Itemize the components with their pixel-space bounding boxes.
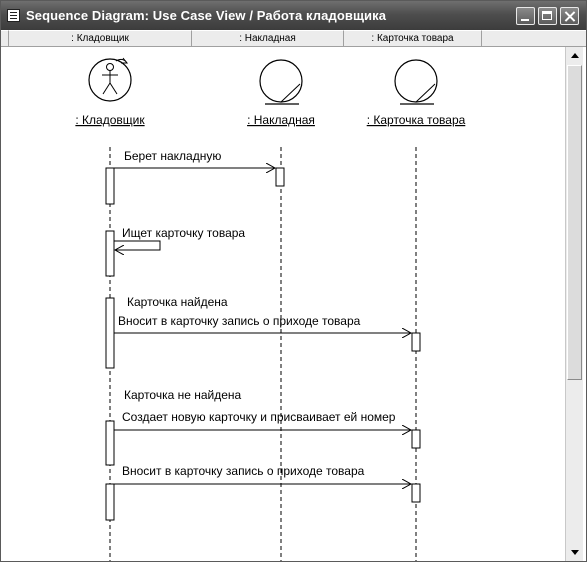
message-label-takes-invoice[interactable]: Берет накладную bbox=[124, 149, 221, 163]
activation-storekeeper-3[interactable] bbox=[105, 297, 115, 369]
object-label-product-card[interactable]: : Карточка товара bbox=[367, 113, 466, 127]
activation-invoice-1[interactable] bbox=[275, 167, 285, 187]
message-label-add-record[interactable]: Вносит в карточку запись о приходе товар… bbox=[118, 314, 361, 328]
minimize-icon[interactable] bbox=[516, 7, 535, 25]
diagram-canvas[interactable]: : Кладовщик : Накладная : Карточка товар… bbox=[3, 47, 565, 561]
diagram-app-icon[interactable] bbox=[7, 9, 20, 22]
object-label-storekeeper[interactable]: : Кладовщик bbox=[75, 113, 145, 127]
scroll-thumb[interactable] bbox=[567, 65, 582, 380]
activation-storekeeper-1[interactable] bbox=[105, 167, 115, 205]
activation-storekeeper-4[interactable] bbox=[105, 420, 115, 466]
object-label-invoice[interactable]: : Накладная bbox=[247, 113, 315, 127]
message-label-create-card[interactable]: Создает новую карточку и присваивает ей … bbox=[122, 410, 396, 424]
activation-storekeeper-5[interactable] bbox=[105, 483, 115, 521]
message-label-search-card[interactable]: Ищет карточку товара bbox=[122, 226, 245, 240]
header-column-product-card[interactable]: : Карточка товара bbox=[344, 30, 482, 47]
vertical-scrollbar[interactable] bbox=[565, 47, 583, 561]
activation-product-card-1[interactable] bbox=[411, 332, 421, 352]
activation-product-card-3[interactable] bbox=[411, 483, 421, 503]
header-column-storekeeper[interactable]: : Кладовщик bbox=[9, 30, 192, 47]
maximize-icon[interactable] bbox=[538, 7, 557, 25]
sequence-diagram: : Кладовщик : Накладная : Карточка товар… bbox=[75, 57, 466, 561]
entity-product-card-icon[interactable] bbox=[394, 59, 438, 105]
header-column-invoice[interactable]: : Накладная bbox=[192, 30, 344, 47]
window-title: Sequence Diagram: Use Case View / Работа… bbox=[26, 8, 387, 23]
condition-label-card-found[interactable]: Карточка найдена bbox=[127, 295, 228, 309]
title-bar[interactable]: Sequence Diagram: Use Case View / Работа… bbox=[1, 1, 586, 30]
scroll-down-icon[interactable] bbox=[567, 544, 583, 560]
condition-label-card-not-found[interactable]: Карточка не найдена bbox=[124, 388, 242, 402]
header-spacer bbox=[1, 30, 9, 47]
activation-product-card-2[interactable] bbox=[411, 429, 421, 449]
actor-storekeeper-icon[interactable] bbox=[88, 57, 132, 102]
message-arrow-search-card[interactable] bbox=[114, 240, 161, 250]
entity-invoice-icon[interactable] bbox=[259, 59, 303, 105]
activation-storekeeper-2[interactable] bbox=[105, 230, 115, 277]
message-label-add-record-new[interactable]: Вносит в карточку запись о приходе товар… bbox=[122, 464, 365, 478]
scroll-up-icon[interactable] bbox=[567, 48, 583, 64]
header-filler bbox=[482, 30, 586, 47]
close-icon[interactable] bbox=[560, 7, 579, 25]
